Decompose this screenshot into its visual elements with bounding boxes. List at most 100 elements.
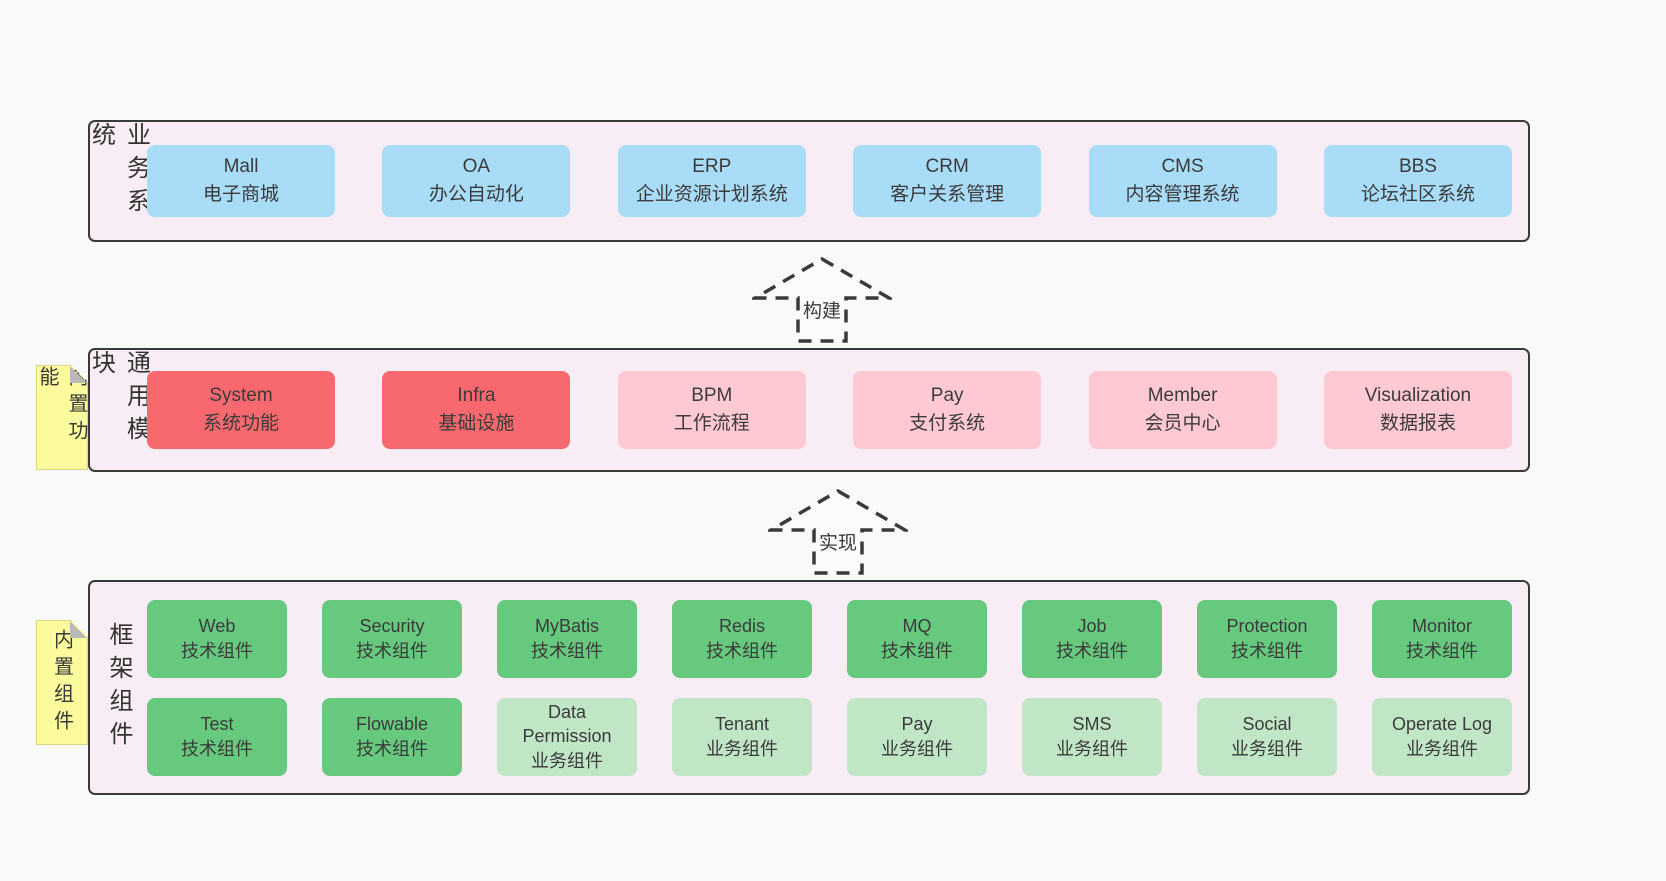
box-subtitle: 论坛社区系统	[1360, 184, 1475, 205]
note-text: 内置组件	[50, 628, 73, 737]
modules-boxes-row: System 系统功能 Infra 基础设施 BPM 工作流程 Pay 支付系统…	[147, 350, 1528, 470]
box-subtitle: 客户关系管理	[890, 184, 1005, 205]
box-web: Web 技术组件	[147, 599, 287, 678]
box-subtitle: 技术组件	[1406, 640, 1478, 661]
box-title: CRM	[925, 156, 969, 178]
box-subtitle: 技术组件	[1056, 640, 1128, 661]
implement-arrow-label: 实现	[815, 528, 861, 555]
box-subtitle: 技术组件	[181, 738, 253, 759]
framework-components-panel: 框架组件 Web 技术组件 Security 技术组件 MyBatis 技术组件…	[88, 580, 1530, 795]
box-subtitle: 技术组件	[1231, 640, 1303, 661]
box-test: Test 技术组件	[147, 697, 287, 776]
box-redis: Redis 技术组件	[672, 599, 812, 678]
components-boxes-grid: Web 技术组件 Security 技术组件 MyBatis 技术组件 Redi…	[147, 582, 1528, 793]
box-title: BPM	[691, 385, 733, 407]
box-title: MyBatis	[534, 616, 599, 637]
build-arrow-label: 构建	[799, 296, 845, 323]
box-subtitle: 办公自动化	[428, 184, 524, 205]
box-subtitle: 数据报表	[1379, 413, 1456, 434]
box-subtitle: 技术组件	[706, 640, 778, 661]
box-subtitle: 技术组件	[531, 640, 603, 661]
box-oa: OA 办公自动化	[382, 145, 571, 217]
box-subtitle: 业务组件	[1056, 738, 1128, 759]
box-title: Security	[359, 616, 425, 637]
box-title: Test	[200, 714, 234, 735]
box-bpm: BPM 工作流程	[617, 371, 806, 449]
panel-label-business: 业务系统	[87, 122, 150, 221]
box-subtitle: 业务组件	[1406, 738, 1478, 759]
components-row-2: Test 技术组件 Flowable 技术组件 Data Permission …	[147, 697, 1512, 776]
box-title: OA	[462, 156, 491, 178]
box-title: CMS	[1161, 156, 1204, 178]
box-mall: Mall 电子商城	[147, 145, 335, 217]
box-title: Monitor	[1411, 616, 1473, 637]
box-mq: MQ 技术组件	[847, 599, 987, 678]
box-monitor: Monitor 技术组件	[1372, 599, 1512, 678]
common-modules-panel: 通用模块 System 系统功能 Infra 基础设施 BPM 工作流程 Pay…	[88, 348, 1530, 472]
folded-corner-icon	[70, 621, 87, 638]
box-visualization: Visualization 数据报表	[1323, 371, 1512, 449]
box-subtitle: 内容管理系统	[1125, 184, 1240, 205]
box-subtitle: 工作流程	[673, 413, 750, 434]
box-title: Operate Log	[1391, 714, 1493, 735]
note-text: 内置功能	[36, 366, 87, 447]
box-title: Pay	[930, 385, 964, 407]
box-subtitle: 业务组件	[531, 750, 603, 771]
box-title: Visualization	[1364, 385, 1472, 407]
box-title: Pay	[901, 714, 933, 735]
box-member: Member 会员中心	[1088, 371, 1277, 449]
box-erp: ERP 企业资源计划系统	[617, 145, 806, 217]
box-subtitle: 系统功能	[202, 413, 279, 434]
build-arrow: 构建	[752, 256, 892, 344]
box-job: Job 技术组件	[1022, 599, 1162, 678]
box-social: Social 业务组件	[1197, 697, 1337, 776]
box-title: SMS	[1072, 714, 1112, 735]
box-title: MQ	[902, 616, 932, 637]
box-operate-log: Operate Log 业务组件	[1372, 697, 1512, 776]
builtin-features-note: 内置功能	[36, 365, 88, 470]
box-title: Web	[198, 616, 236, 637]
box-title: Tenant	[714, 714, 770, 735]
components-row-1: Web 技术组件 Security 技术组件 MyBatis 技术组件 Redi…	[147, 599, 1512, 678]
box-title: Data Permission	[522, 702, 612, 747]
box-subtitle: 业务组件	[706, 738, 778, 759]
box-title: Social	[1242, 714, 1292, 735]
box-title: System	[209, 385, 273, 407]
box-subtitle: 企业资源计划系统	[635, 184, 788, 205]
box-title: ERP	[692, 156, 732, 178]
box-sms: SMS 业务组件	[1022, 697, 1162, 776]
box-title: Flowable	[355, 714, 429, 735]
box-system: System 系统功能	[147, 371, 335, 449]
box-subtitle: 技术组件	[356, 640, 428, 661]
box-subtitle: 电子商城	[202, 184, 279, 205]
implement-arrow: 实现	[768, 488, 908, 576]
box-title: Job	[1077, 616, 1107, 637]
box-pay: Pay 支付系统	[853, 371, 1042, 449]
business-systems-panel: 业务系统 Mall 电子商城 OA 办公自动化 ERP 企业资源计划系统 CRM…	[88, 120, 1530, 242]
box-subtitle: 技术组件	[181, 640, 253, 661]
box-title: Mall	[223, 156, 259, 178]
box-subtitle: 基础设施	[438, 413, 515, 434]
box-protection: Protection 技术组件	[1197, 599, 1337, 678]
box-subtitle: 业务组件	[881, 738, 953, 759]
box-cms: CMS 内容管理系统	[1088, 145, 1277, 217]
box-infra: Infra 基础设施	[382, 371, 571, 449]
box-crm: CRM 客户关系管理	[853, 145, 1042, 217]
box-data-permission: Data Permission 业务组件	[497, 697, 637, 776]
builtin-components-note: 内置组件	[36, 620, 88, 745]
box-subtitle: 技术组件	[881, 640, 953, 661]
box-title: BBS	[1398, 156, 1437, 178]
box-title: Member	[1147, 385, 1218, 407]
box-bbs: BBS 论坛社区系统	[1323, 145, 1512, 217]
box-title: Protection	[1226, 616, 1308, 637]
box-pay-biz: Pay 业务组件	[847, 697, 987, 776]
box-tenant: Tenant 业务组件	[672, 697, 812, 776]
business-boxes-row: Mall 电子商城 OA 办公自动化 ERP 企业资源计划系统 CRM 客户关系…	[147, 122, 1528, 240]
box-title: Redis	[718, 616, 766, 637]
panel-label-components: 框架组件	[105, 621, 132, 754]
box-title: Infra	[457, 385, 496, 407]
box-subtitle: 技术组件	[356, 738, 428, 759]
box-flowable: Flowable 技术组件	[322, 697, 462, 776]
box-mybatis: MyBatis 技术组件	[497, 599, 637, 678]
panel-label-modules: 通用模块	[87, 350, 150, 449]
